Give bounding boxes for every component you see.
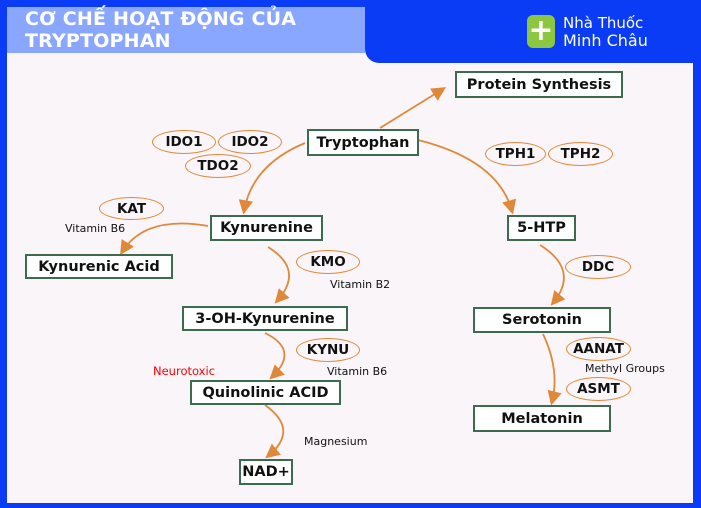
arrow-3oh-quinolinic bbox=[264, 332, 286, 380]
enzyme-ddc: DDC bbox=[565, 255, 631, 279]
arrow-tryptophan-5htp bbox=[417, 139, 517, 215]
node-3-oh-kynurenine: 3-OH-Kynurenine bbox=[182, 306, 348, 331]
node-quinolinic-acid: Quinolinic ACID bbox=[190, 380, 341, 405]
node-kynurenic-acid: Kynurenic Acid bbox=[25, 254, 173, 279]
enzyme-aanat: AANAT bbox=[566, 337, 631, 361]
node-protein-synthesis: Protein Synthesis bbox=[455, 71, 623, 98]
kmo-cofactor: Vitamin B2 bbox=[330, 278, 391, 291]
node-nad: NAD+ bbox=[239, 459, 293, 485]
methyl-groups-label: Methyl Groups bbox=[585, 362, 665, 375]
arrow-5htp-serotonin bbox=[539, 244, 566, 306]
page-title: CƠ CHẾ HOẠT ĐỘNG CỦA TRYPTOPHAN bbox=[7, 7, 365, 53]
enzyme-tph1: TPH1 bbox=[485, 142, 546, 166]
enzyme-asmt: ASMT bbox=[566, 377, 631, 401]
kynu-cofactor: Vitamin B6 bbox=[327, 365, 388, 378]
neurotoxic-label: Neurotoxic bbox=[153, 364, 215, 378]
node-melatonin: Melatonin bbox=[473, 405, 611, 432]
enzyme-tph2: TPH2 bbox=[548, 142, 613, 166]
plus-icon: + bbox=[527, 13, 555, 48]
node-5-htp: 5-HTP bbox=[507, 215, 576, 241]
arrow-tryptophan-kynurenine bbox=[238, 142, 306, 215]
brand-line2: Minh Châu bbox=[563, 30, 648, 50]
brand-line1: Nhà Thuốc bbox=[563, 13, 644, 32]
node-tryptophan: Tryptophan bbox=[307, 129, 419, 156]
arrow-kynurenine-kynurenic bbox=[120, 222, 209, 256]
enzyme-ido1: IDO1 bbox=[152, 130, 216, 154]
enzyme-tdo2: TDO2 bbox=[185, 154, 251, 178]
enzyme-kmo: KMO bbox=[296, 250, 360, 274]
arrow-tryptophan-protein bbox=[379, 87, 447, 129]
node-serotonin: Serotonin bbox=[473, 307, 611, 333]
arrow-quinolinic-nad bbox=[264, 404, 285, 459]
magnesium-label: Magnesium bbox=[304, 435, 368, 448]
kat-cofactor: Vitamin B6 bbox=[65, 222, 126, 235]
enzyme-ido2: IDO2 bbox=[218, 130, 282, 154]
arrow-serotonin-melatonin bbox=[542, 333, 562, 406]
enzyme-kynu: KYNU bbox=[296, 338, 360, 362]
arrow-kynurenine-3oh bbox=[267, 246, 290, 304]
enzyme-kat: KAT bbox=[99, 197, 164, 220]
node-kynurenine: Kynurenine bbox=[210, 215, 323, 241]
